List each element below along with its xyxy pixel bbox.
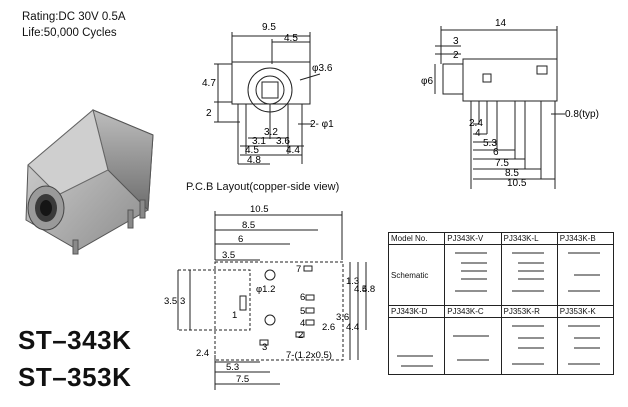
model-pj343k-l: PJ343K-L (500, 232, 558, 245)
pcb-pin-6: 6 (300, 292, 305, 303)
pcb-t2: 8.5 (242, 220, 255, 231)
schematic-b-icon (567, 252, 600, 292)
model-pj353k-r: PJ353K-R (500, 305, 558, 318)
d4: 6 (493, 147, 499, 158)
d1: 2.4 (469, 118, 483, 129)
dim-b6: 4.8 (247, 155, 261, 166)
pcb-t3: 6 (238, 234, 243, 245)
pin-dia: 2- φ1 (310, 119, 334, 130)
rating-text: Rating:DC 30V 0.5A (22, 11, 126, 23)
schematic-k-icon (567, 325, 600, 365)
model-st343k: ST–343K (18, 325, 132, 355)
pcb-b2: 5.3 (226, 362, 239, 373)
pcb-slots: 7-(1.2x0.5) (286, 350, 332, 361)
dia-6: φ6 (421, 76, 433, 87)
model-pj343k-v: PJ343K-V (444, 232, 502, 245)
pcb-pin-1: 1 (232, 310, 237, 321)
dia-top: φ3.6 (312, 63, 333, 74)
pcb-dia12: φ1.2 (256, 284, 275, 295)
pcb-r6: 4.4 (346, 322, 359, 333)
d2: 4 (475, 128, 481, 139)
d6: 8.5 (505, 168, 519, 179)
schematic-l (500, 244, 558, 306)
model-st353k: ST–353K (18, 362, 132, 392)
schematic-v (444, 244, 502, 306)
pcb-l2: 3 (180, 296, 185, 307)
dim-top: 14 (495, 18, 507, 29)
schematic-r (500, 317, 558, 375)
dim-left-lower: 2 (206, 108, 212, 119)
dim-b1: 3.2 (264, 127, 278, 138)
pcb-pin-2: 2 (298, 330, 303, 341)
pcb-r5: 2.6 (322, 322, 335, 333)
pcb-pin-7: 7 (296, 264, 301, 275)
pcb-pin-3: 3 (262, 342, 267, 353)
dim-left-upper: 4.7 (202, 78, 216, 89)
dim-top-outer: 9.5 (262, 22, 276, 33)
dim-3: 3 (453, 36, 459, 47)
model-pj343k-b: PJ343K-B (556, 232, 615, 245)
dim-top-inner: 4.5 (284, 33, 298, 44)
schematic-label: Schematic (387, 244, 446, 306)
model-pj353k-k: PJ353K-K (556, 305, 615, 318)
schematic-v-icon (455, 252, 488, 292)
schematic-k (556, 317, 615, 375)
schematic-r-icon (511, 325, 544, 365)
pcb-b3: 7.5 (236, 374, 249, 385)
dim-b3: 3.6 (276, 136, 290, 147)
pcb-pin-5: 5 (300, 306, 305, 317)
pcb-l1: 3.5 (164, 296, 177, 307)
pcb-t1: 10.5 (250, 204, 269, 215)
pin-typ: 0.8(typ) (565, 109, 599, 120)
pcb-r4: 3.6 (336, 312, 349, 323)
pcb-t4: 3.5 (222, 250, 235, 261)
pcb-pin-4: 4 (300, 318, 305, 329)
pcb-r3: 4.8 (362, 284, 375, 295)
side-view-drawing: 14 3 2 φ6 0.8(typ) 2.4 4 5.3 6 7.5 8.5 1… (421, 18, 599, 189)
schematic-c-icon (453, 335, 490, 361)
schematic-d (387, 317, 446, 375)
jack-photo (25, 109, 154, 255)
table-header-label: Model No. (387, 232, 446, 245)
model-pj343k-c: PJ343K-C (444, 305, 502, 318)
pcb-layout-drawing: 10.5 8.5 6 3.5 3.5 3 φ1.2 1.3 4.5 4.8 3.… (164, 204, 375, 390)
d5: 7.5 (495, 158, 509, 169)
schematic-table: Model No. PJ343K-V PJ343K-L PJ343K-B Sch… (387, 232, 615, 375)
dim-b5: 4.4 (286, 145, 300, 156)
pcb-b1: 2.4 (196, 348, 209, 359)
model-pj343k-d: PJ343K-D (387, 305, 446, 318)
schematic-l-icon (511, 252, 544, 292)
schematic-c (444, 317, 502, 375)
dim-2: 2 (453, 50, 459, 61)
dim-b4: 4.5 (245, 145, 259, 156)
pcb-r1: 1.3 (346, 276, 359, 287)
pcb-layout-title: P.C.B Layout(copper-side view) (186, 181, 340, 193)
front-view-drawing: 9.5 4.5 φ3.6 4.7 2 3.2 3.1 3.6 4.5 4.4 4… (202, 22, 334, 166)
schematic-b (556, 244, 615, 306)
d7: 10.5 (507, 178, 527, 189)
d3: 5.3 (483, 138, 497, 149)
schematic-d-icon (397, 355, 433, 367)
life-text: Life:50,000 Cycles (22, 27, 117, 39)
dim-b2: 3.1 (252, 136, 266, 147)
pcb-r2: 4.5 (354, 284, 367, 295)
